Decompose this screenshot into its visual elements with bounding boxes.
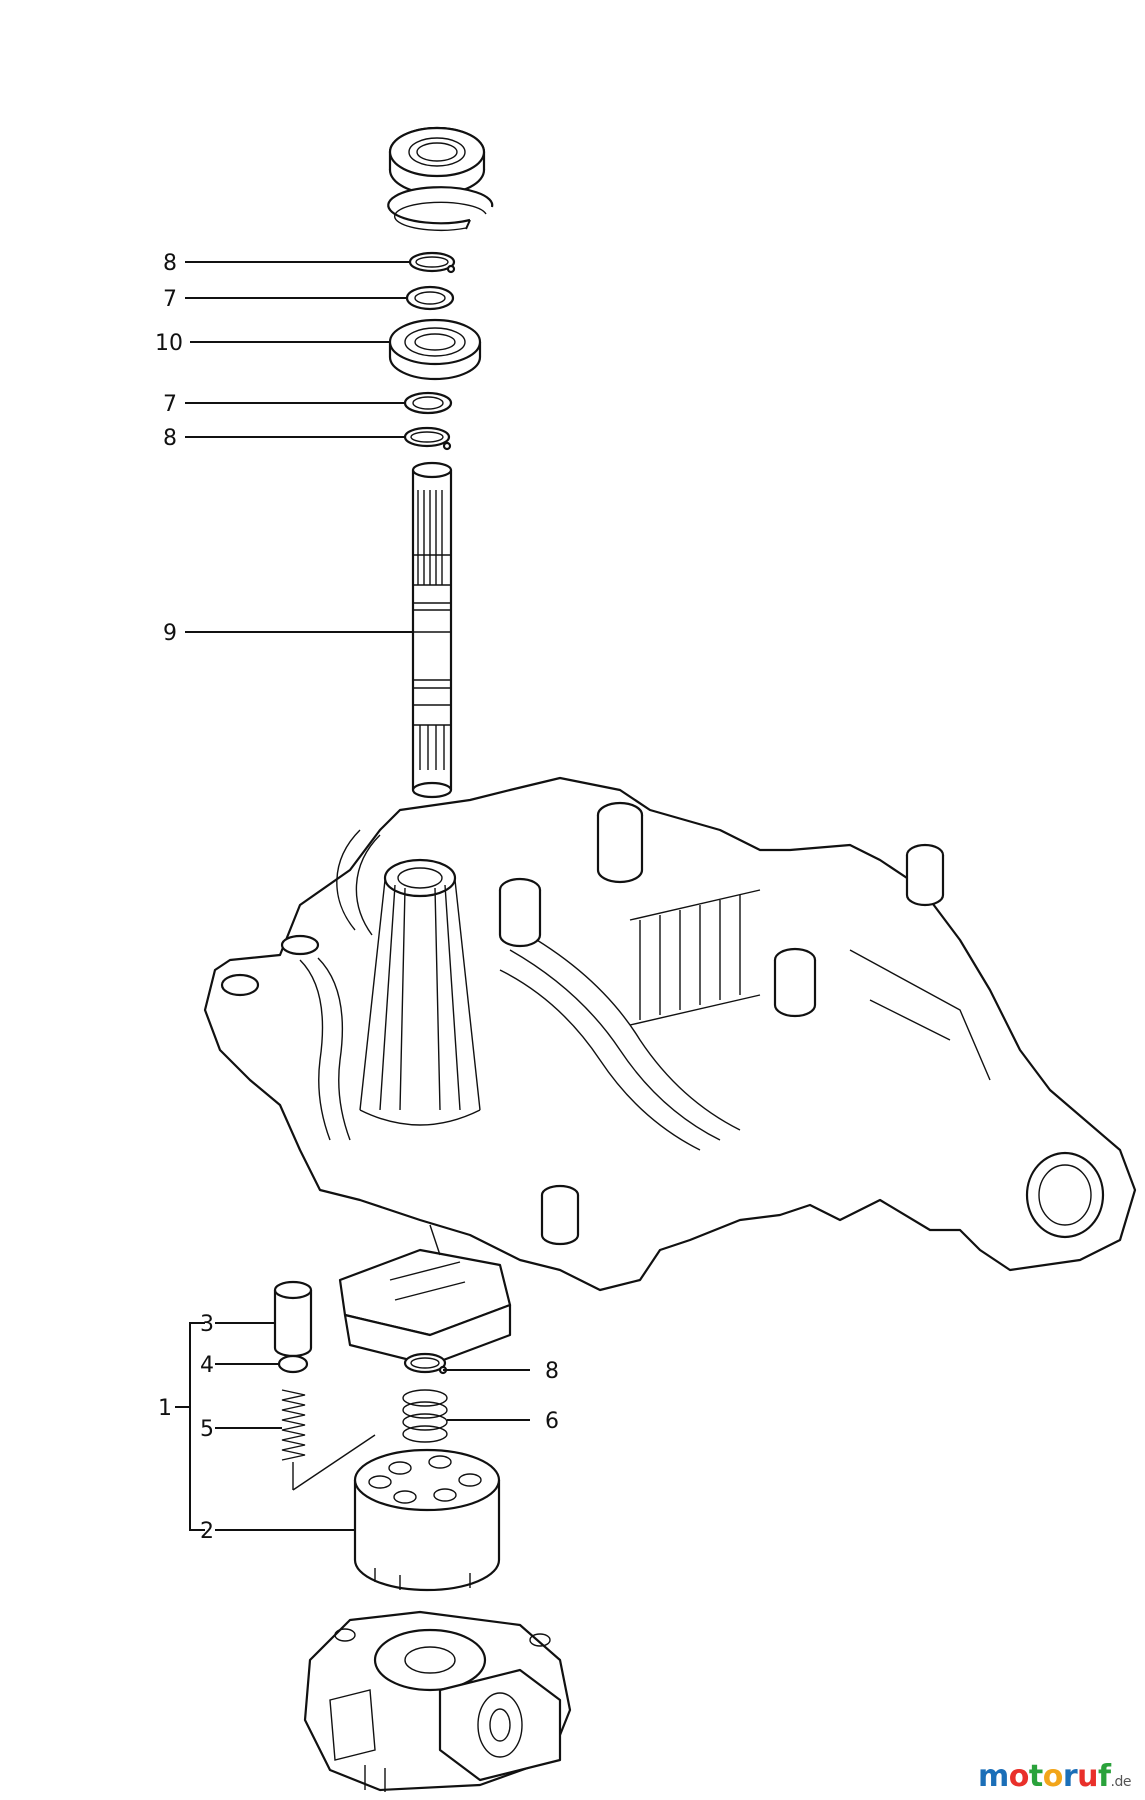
callout-4: 4: [200, 1353, 214, 1378]
leader-lines: [175, 261, 530, 1531]
callout-3: 3: [200, 1312, 214, 1337]
washer-7-top: [405, 285, 455, 311]
callout-8-lower: 8: [545, 1359, 559, 1384]
washer-7-bottom: [403, 391, 453, 415]
retaining-ring-8-top: [408, 251, 456, 274]
watermark-letter: o: [1008, 1759, 1030, 1794]
bearing-10: [388, 318, 482, 381]
callout-2: 2: [200, 1519, 214, 1544]
watermark-letter: u: [1077, 1759, 1098, 1794]
transaxle-housing: [203, 776, 1137, 1292]
watermark-letter: t: [1028, 1759, 1043, 1794]
watermark-letter: o: [1042, 1759, 1064, 1794]
retaining-ring-8-bottom: [403, 426, 452, 451]
callout-7-bottom: 7: [163, 392, 177, 417]
callout-5: 5: [200, 1417, 214, 1442]
spring-6: [402, 1389, 448, 1443]
motoruf-watermark-logo: motoruf.de: [977, 1759, 1132, 1794]
piston-3: [273, 1280, 313, 1358]
watermark-letter: m: [977, 1759, 1009, 1794]
watermark-letter: r: [1062, 1759, 1078, 1794]
cylinder-block-2: [353, 1448, 501, 1592]
callout-10: 10: [155, 331, 183, 356]
center-section: [303, 1610, 572, 1792]
ball-4: [277, 1354, 309, 1374]
callout-9: 9: [163, 621, 177, 646]
watermark-letter: f: [1097, 1759, 1111, 1794]
callout-6: 6: [545, 1409, 559, 1434]
watermark-suffix: .de: [1110, 1774, 1132, 1790]
top-circlip: [387, 186, 494, 232]
callout-8-top: 8: [163, 251, 177, 276]
input-shaft-9: [411, 461, 453, 799]
callout-labels: 8 7 10 7 8 9 3 4 1 5 2 8 6: [155, 251, 559, 1544]
callout-1: 1: [158, 1396, 172, 1421]
spring-5: [281, 1389, 376, 1491]
callout-8-bottom: 8: [163, 426, 177, 451]
top-bearing: [388, 126, 486, 196]
retaining-ring-8-lower: [403, 1352, 448, 1375]
swashplate: [338, 1224, 512, 1367]
callout-7-top: 7: [163, 287, 177, 312]
